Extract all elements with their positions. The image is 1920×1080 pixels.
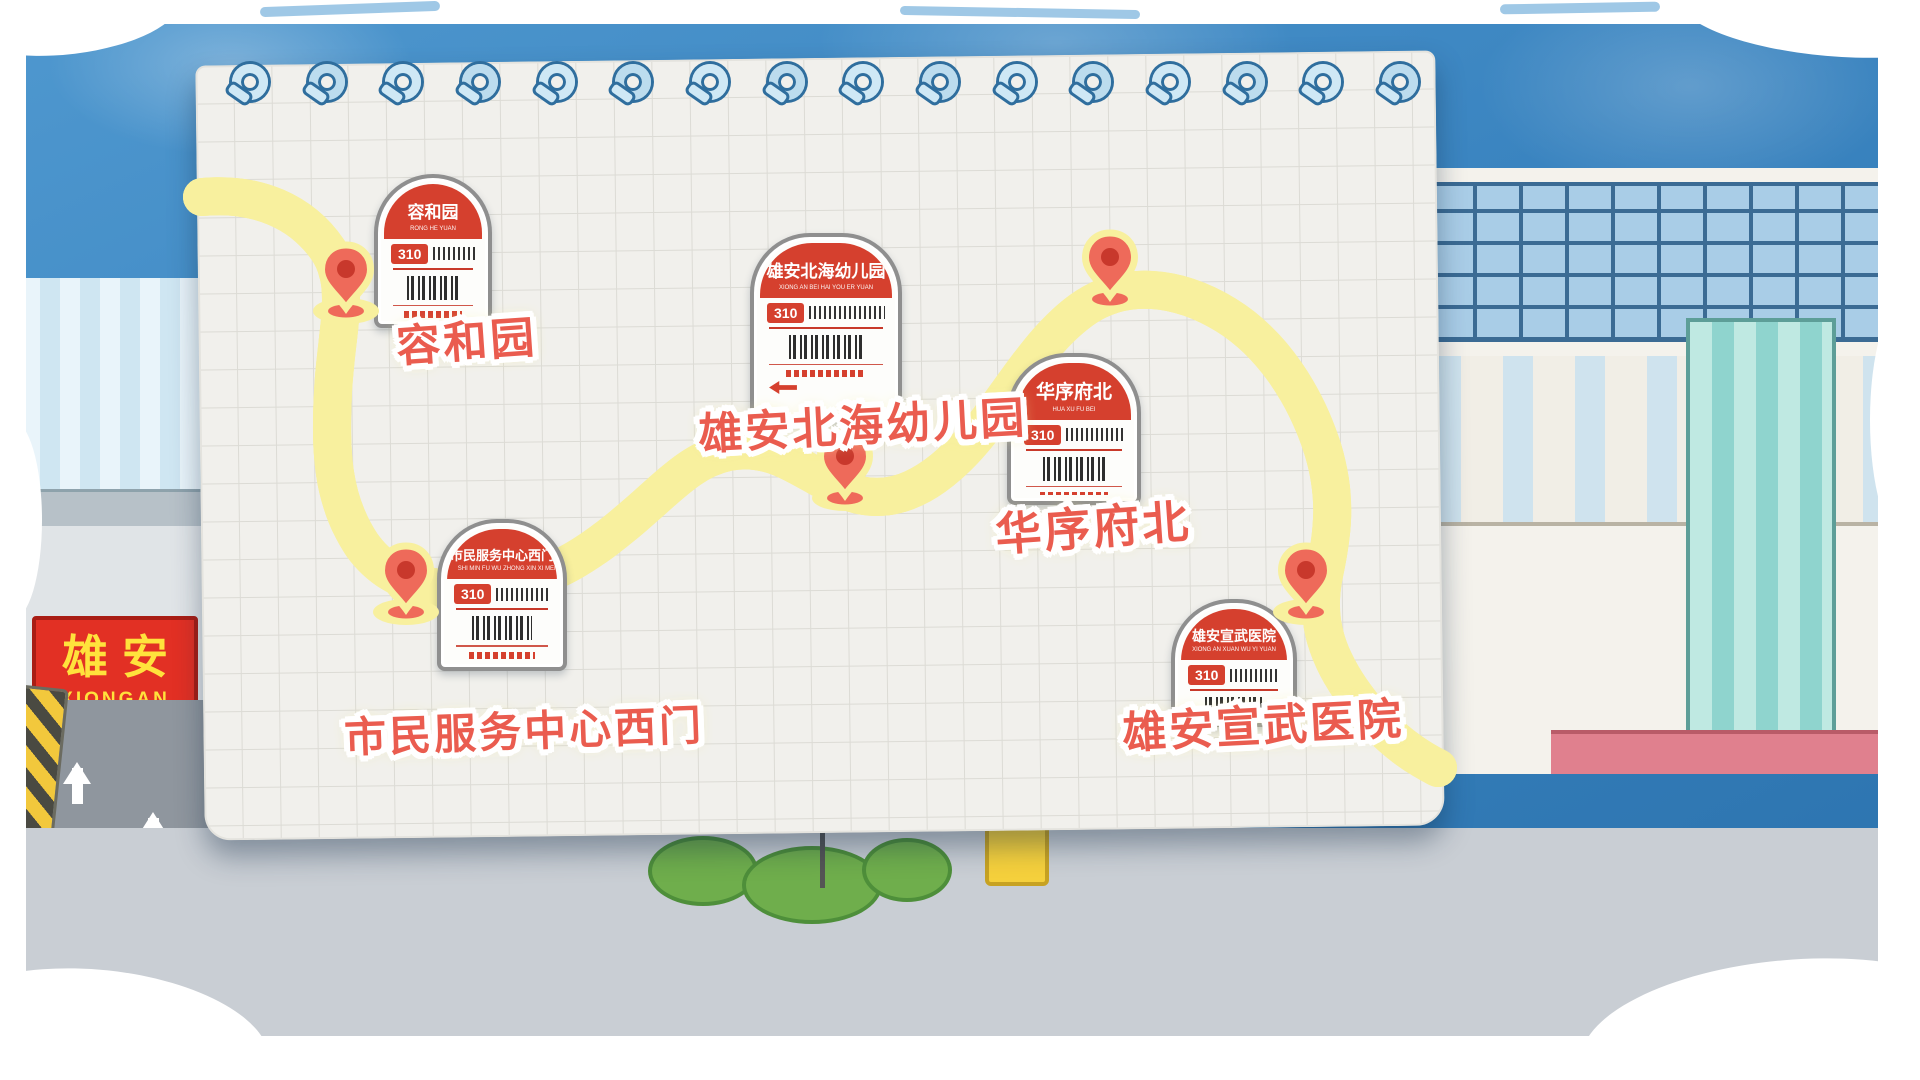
right-building-bottom-band [1551, 730, 1920, 774]
stop-pinyin: XIONG AN XUAN WU YI YUAN [1192, 646, 1276, 653]
divider [1026, 485, 1122, 488]
stop-pinyin: SHI MIN FU WU ZHONG XIN XI MEN [457, 565, 557, 572]
binder-ring-icon [1228, 64, 1265, 100]
route-number-badge: 310 [391, 243, 429, 264]
route-number-badge: 310 [1188, 665, 1226, 686]
stop-pinyin: XIONG AN BEI HAI YOU ER YUAN [778, 284, 874, 291]
barcode-cluster-icon [472, 616, 532, 641]
stop-pinyin: RONG HE YUAN [410, 225, 456, 232]
binder-ring-icon [385, 64, 422, 100]
route-number-badge: 310 [454, 584, 492, 605]
binder-ring-icon [921, 64, 958, 100]
divider [456, 645, 548, 647]
binder-ring-icon [308, 64, 345, 100]
binder-ring-icon [768, 64, 805, 100]
right-building-glass-strip [1686, 318, 1836, 774]
right-building-windows [1431, 182, 1920, 342]
stop-sign-header: 市民服务中心西门 SHI MIN FU WU ZHONG XIN XI MEN [447, 529, 557, 580]
barcode-marks-icon [809, 306, 885, 320]
divider [769, 363, 883, 366]
barcode-marks-icon [1066, 428, 1124, 442]
stop-name: 雄安北海幼儿园 [766, 262, 886, 281]
route-number-badge: 310 [767, 302, 805, 323]
bush [742, 846, 882, 924]
stop-name: 市民服务中心西门 [450, 548, 555, 563]
binder-ring-icon [232, 64, 268, 100]
binder-ring-icon [691, 64, 728, 100]
paint-streak [1499, 1, 1661, 15]
bush [648, 836, 758, 906]
map-label-shimin: 市民服务中心西门 [343, 701, 705, 762]
binder-ring-icon [1075, 64, 1112, 100]
stop-sign-header: 容和园 RONG HE YUAN [384, 184, 482, 239]
barcode-cluster-icon [789, 334, 863, 359]
map-label-huaxufubei: 华序府北 [993, 495, 1193, 561]
stop-name: 容和园 [407, 203, 459, 222]
right-building-midband [1431, 356, 1920, 526]
binder-ring-icon [615, 64, 652, 100]
map-pin-shimin-icon [368, 539, 444, 627]
stop-sign-header: 华序府北 HUA XU FU BEI [1017, 363, 1131, 420]
stop-pinyin: HUA XU FU BEI [1052, 406, 1096, 413]
stop-name: 雄安宣武医院 [1192, 628, 1276, 644]
paint-streak [899, 5, 1141, 20]
route-number-badge: 310 [1024, 424, 1062, 445]
barcode-marks-icon [1230, 668, 1280, 682]
bus-stop-sign-shimin: 市民服务中心西门 SHI MIN FU WU ZHONG XIN XI MEN … [437, 519, 567, 671]
fine-print-marks [469, 651, 535, 659]
billboard-cn-text: 雄安 [62, 630, 182, 684]
binder-ring-icon [998, 64, 1035, 100]
barcode-marks-icon [433, 247, 475, 261]
left-arrow-icon [769, 381, 797, 395]
stop-name: 华序府北 [1035, 382, 1112, 403]
binder-ring-row [232, 64, 1418, 100]
paint-streak [259, 0, 441, 18]
binder-ring-icon [461, 64, 498, 100]
map-label-rongheyuan: 容和园 [394, 313, 539, 372]
left-building-canopy [0, 492, 205, 526]
divider [769, 326, 883, 329]
barcode-cluster-icon [1043, 456, 1105, 481]
bush [862, 838, 952, 902]
binder-ring-icon [1381, 64, 1418, 100]
divider [456, 608, 548, 611]
stop-sign-body: 310 [1017, 420, 1131, 495]
barcode-cluster-icon [406, 275, 460, 300]
map-pin-rongheyuan-icon [308, 238, 384, 326]
binder-ring-icon [1305, 64, 1342, 100]
street-ground [0, 828, 1920, 1080]
lane-arrow-icon [63, 762, 91, 804]
divider [1026, 448, 1122, 451]
stop-sign-body: 310 [447, 579, 557, 661]
stop-sign-header: 雄安北海幼儿园 XIONG AN BEI HAI YOU ER YUAN [760, 243, 892, 298]
divider [393, 267, 473, 270]
left-building-glass [0, 278, 205, 493]
map-pin-xuanwu-icon [1268, 539, 1344, 627]
right-building [1428, 168, 1920, 774]
fine-print-marks [785, 370, 867, 378]
binder-ring-icon [538, 64, 575, 100]
binder-ring-icon [1151, 64, 1188, 100]
barcode-marks-icon [496, 587, 550, 601]
binder-ring-icon [845, 64, 882, 100]
map-pin-huaxufubei-icon [1072, 226, 1148, 314]
